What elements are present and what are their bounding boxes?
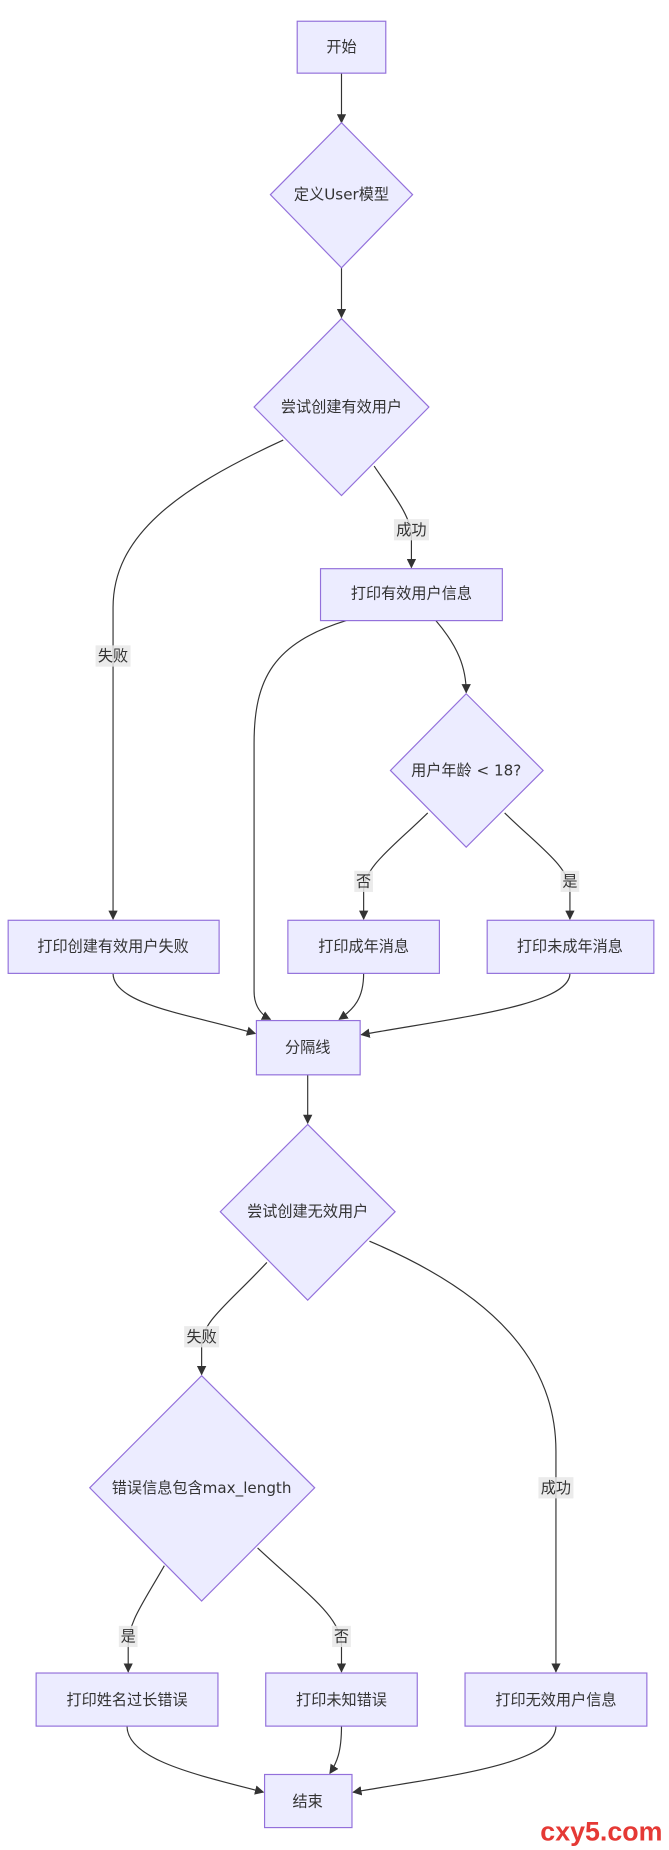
- edge-check-age-to-print-adult: [358, 812, 429, 921]
- nodes: 开始 定义User模型 尝试创建有效用户 打印有效用户信息 用户年龄 < 18?…: [7, 20, 655, 1829]
- edge-try-valid-to-print-valid-info: [373, 465, 417, 569]
- node-define-user-model: 定义User模型: [269, 121, 414, 269]
- edge-print-failed-to-separator: [112, 973, 257, 1036]
- edge-label-invalid-success: 成功: [538, 1477, 574, 1499]
- edge-label-age-no: 否: [354, 870, 373, 892]
- node-print-unknown-error: 打印未知错误: [265, 1672, 418, 1727]
- node-label: 定义User模型: [294, 186, 389, 204]
- edge-check-max-length-to-name-too-long: [123, 1565, 165, 1673]
- node-print-create-valid-failed: 打印创建有效用户失败: [7, 919, 220, 974]
- node-label: 打印未成年消息: [517, 937, 623, 955]
- edge-labels: 成功 失败 否 是 失败 成功 是 否: [95, 519, 580, 1648]
- node-print-invalid-info: 打印无效用户信息: [464, 1672, 648, 1727]
- node-label: 用户年龄 < 18?: [411, 761, 521, 779]
- edge-print-valid-info-to-check-age: [435, 620, 471, 694]
- node-end: 结束: [263, 1773, 353, 1829]
- node-label: 尝试创建无效用户: [247, 1203, 368, 1221]
- edge-print-valid-info-to-separator: [253, 620, 347, 1020]
- node-print-adult: 打印成年消息: [287, 919, 440, 974]
- node-label: 打印成年消息: [318, 937, 409, 955]
- edge-label-maxlen-yes: 是: [118, 1625, 138, 1648]
- node-separator: 分隔线: [255, 1019, 361, 1076]
- edge-label-text: 成功: [541, 1479, 571, 1497]
- node-check-age: 用户年龄 < 18?: [389, 692, 544, 848]
- node-label: 打印有效用户信息: [351, 584, 472, 602]
- node-label: 错误信息包含max_length: [112, 1479, 292, 1498]
- node-print-name-too-long: 打印姓名过长错误: [35, 1672, 219, 1727]
- edge-check-age-to-print-minor: [504, 812, 575, 921]
- edge-label-valid-failed: 失败: [95, 645, 131, 667]
- node-label: 打印创建有效用户失败: [37, 937, 188, 955]
- edge-print-invalid-info-to-end: [352, 1726, 557, 1796]
- node-try-create-invalid: 尝试创建无效用户: [219, 1123, 396, 1302]
- edge-print-adult-to-separator: [338, 973, 365, 1020]
- edge-unknown-error-to-end: [329, 1726, 343, 1775]
- edge-try-invalid-to-check-max-length: [196, 1262, 268, 1376]
- node-print-minor: 打印未成年消息: [486, 919, 655, 974]
- edge-label-valid-success: 成功: [393, 519, 429, 541]
- node-label: 尝试创建有效用户: [281, 398, 402, 416]
- edge-label-age-yes: 是: [560, 870, 580, 892]
- node-label: 打印未知错误: [296, 1691, 387, 1709]
- edge-print-minor-to-separator: [360, 973, 571, 1038]
- node-label: 打印无效用户信息: [495, 1691, 616, 1709]
- edge-label-text: 是: [562, 872, 577, 890]
- edge-label-text: 失败: [98, 647, 128, 665]
- edge-try-invalid-to-print-invalid-info: [369, 1240, 561, 1673]
- edge-label-text: 是: [121, 1627, 136, 1645]
- edge-check-max-length-to-unknown-error: [257, 1547, 347, 1673]
- node-label: 结束: [293, 1793, 323, 1811]
- edge-label-text: 成功: [396, 521, 426, 539]
- node-try-create-valid: 尝试创建有效用户: [253, 317, 430, 497]
- edge-label-text: 否: [334, 1627, 349, 1645]
- node-check-max-length: 错误信息包含max_length: [88, 1374, 316, 1602]
- edge-label-maxlen-no: 否: [332, 1625, 351, 1648]
- node-label: 开始: [326, 38, 356, 56]
- edge-try-valid-to-print-failed: [108, 439, 284, 921]
- edge-label-invalid-failed: 失败: [184, 1326, 220, 1348]
- node-start: 开始: [296, 20, 387, 74]
- edge-label-text: 失败: [186, 1328, 216, 1346]
- edge-label-text: 否: [356, 872, 371, 890]
- edge-name-too-long-to-end: [126, 1726, 265, 1795]
- node-label: 打印姓名过长错误: [66, 1691, 187, 1709]
- edges: [108, 73, 575, 1796]
- watermark: cxy5.com: [540, 1816, 662, 1846]
- node-print-valid-info: 打印有效用户信息: [319, 568, 503, 622]
- node-label: 分隔线: [285, 1039, 330, 1057]
